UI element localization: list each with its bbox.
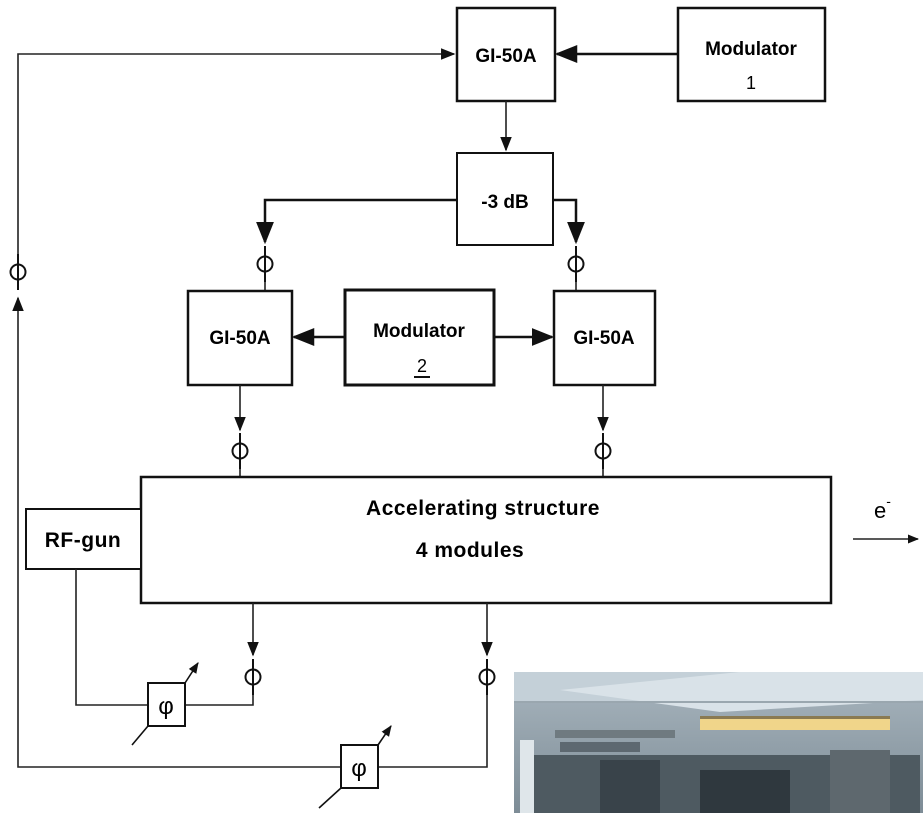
beam-label: e- — [874, 493, 891, 523]
accelerating-structure-block: Accelerating structure 4 modules — [141, 477, 831, 603]
phase-shifter-2-tune-line — [319, 788, 341, 808]
splitter-right-line — [553, 200, 576, 242]
phase-shifter-2-input-line — [378, 695, 487, 767]
modulator-1-block: Modulator 1 — [678, 8, 825, 101]
attenuator-icon — [569, 246, 584, 282]
phase-shifter-1-arrow-icon — [185, 663, 198, 683]
attenuator-icon — [480, 659, 495, 695]
tunnel-photo — [514, 672, 923, 813]
klystron-top-block: GI-50A — [457, 8, 555, 101]
attenuator-icon — [233, 433, 248, 469]
rf-gun-block: RF-gun — [26, 509, 141, 569]
phase-shifter-1-label: φ — [158, 693, 174, 720]
attenuator-icon — [596, 433, 611, 469]
phase-shifter-2-arrow-icon — [378, 726, 391, 745]
modulator-1-label: Modulator — [705, 39, 797, 60]
klystron-left-block: GI-50A — [188, 291, 292, 385]
phase-shifter-2-label: φ — [351, 755, 367, 782]
klystron-left-label: GI-50A — [209, 328, 271, 349]
rf-gun-feedback-line — [76, 569, 148, 705]
attenuator-icon — [246, 659, 261, 695]
accelerator-subtitle: 4 modules — [416, 539, 524, 562]
splitter-block: -3 dB — [457, 153, 553, 245]
modulator-2-label: Modulator — [373, 321, 465, 342]
klystron-right-label: GI-50A — [573, 328, 635, 349]
modulator-1-number: 1 — [746, 73, 756, 93]
rf-gun-label: RF-gun — [45, 529, 121, 552]
accelerator-title: Accelerating structure — [366, 497, 600, 520]
attenuator-icon — [11, 254, 26, 290]
phase-shifter-1-tune-line — [132, 726, 148, 745]
phase-shifter-1: φ — [132, 663, 198, 745]
phase-shifter-1-output-line — [185, 695, 253, 705]
outer-feedback-to-klystron-line — [18, 54, 454, 254]
klystron-top-label: GI-50A — [475, 46, 537, 67]
attenuator-icon — [258, 246, 273, 282]
klystron-right-block: GI-50A — [554, 291, 655, 385]
modulator-2-block: Modulator 2 — [345, 290, 494, 385]
modulator-2-number: 2 — [417, 356, 427, 376]
splitter-label: -3 dB — [481, 192, 529, 213]
splitter-left-line — [265, 200, 457, 242]
